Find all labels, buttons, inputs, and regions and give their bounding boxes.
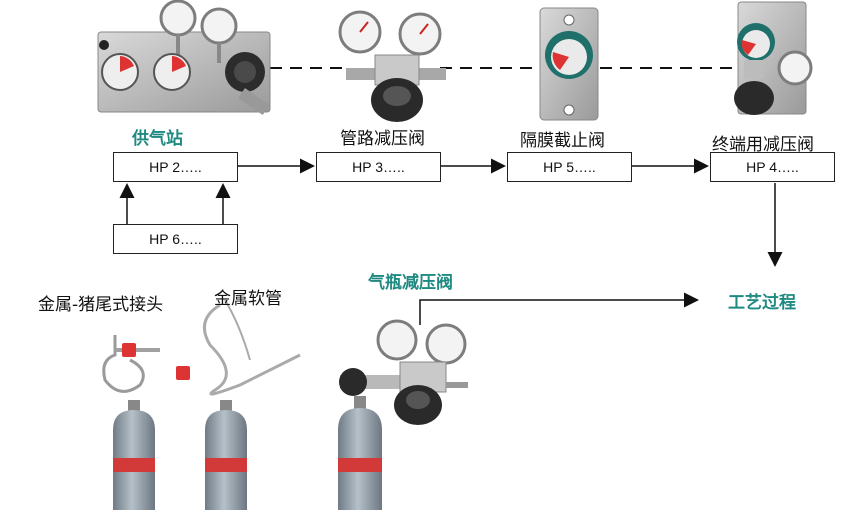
metal-hose: [176, 299, 301, 396]
gas-cylinder: [113, 400, 155, 510]
gas-cylinder: [338, 396, 382, 510]
flow-box-hp4: HP 4…..: [710, 152, 835, 182]
supply-station-panel: [97, 0, 271, 116]
flow-box-hp6: HP 6…..: [113, 224, 238, 254]
diaphragm-valve-label: 隔膜截止阀: [520, 131, 605, 151]
terminal-regulator-device: [734, 1, 813, 115]
supply-station-label: 供气站: [132, 129, 183, 149]
flow-box-hp2: HP 2…..: [113, 152, 238, 182]
diaphragm-valve-device: [539, 7, 599, 121]
pigtail-connector: [102, 335, 160, 393]
terminal-regulator-label: 终端用减压阀: [712, 135, 814, 155]
cylinder-regulator-device: [339, 319, 468, 425]
process-label: 工艺过程: [728, 293, 796, 313]
pigtail-label: 金属-猪尾式接头: [38, 295, 164, 315]
metal-hose-label: 金属软管: [214, 289, 282, 309]
gas-cylinder: [205, 400, 247, 510]
flow-box-hp3: HP 3…..: [316, 152, 441, 182]
flow-arrows: [119, 158, 783, 325]
cylinder-regulator-label: 气瓶减压阀: [368, 273, 453, 293]
flow-box-hp5: HP 5…..: [507, 152, 632, 182]
pipeline-regulator-device: [338, 10, 446, 122]
pipeline-regulator-label: 管路减压阀: [340, 129, 425, 149]
